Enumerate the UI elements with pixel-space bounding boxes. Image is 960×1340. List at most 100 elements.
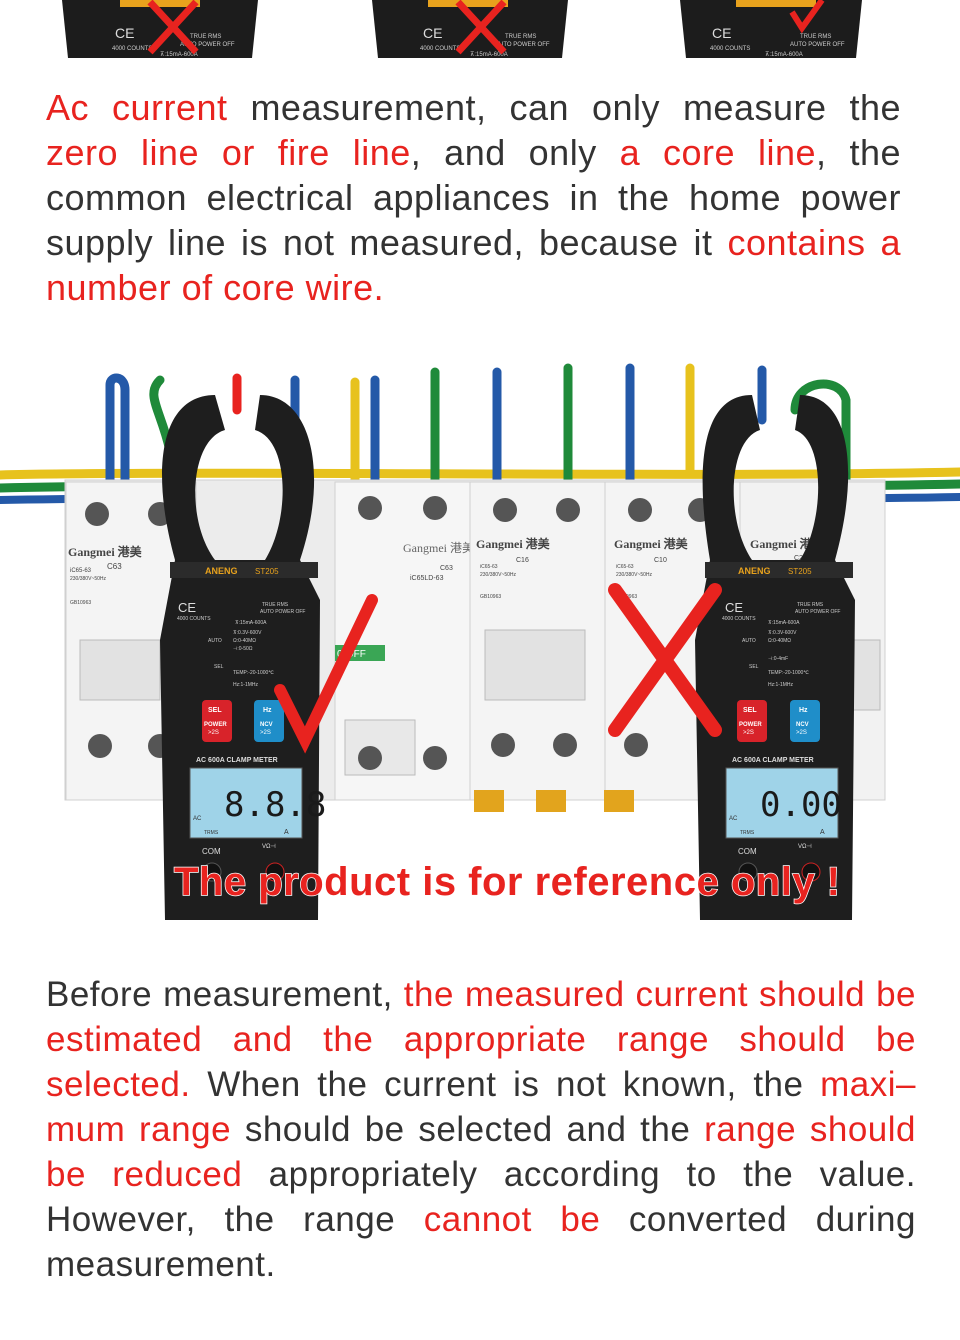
para1-highlight: a core line	[619, 132, 817, 173]
check-mark-icon	[789, 0, 825, 34]
hz-ncv-button[interactable]	[254, 700, 284, 742]
meter-apo: AUTO POWER OFF	[795, 609, 840, 615]
breaker-brand: Gangmei 港美	[750, 536, 825, 551]
meter-lcd-screen	[189, 767, 303, 839]
breaker-model: C16	[516, 557, 529, 564]
meter-r2-range: ⊣:0-50Ω	[233, 646, 253, 652]
top-meter-ce: CE	[423, 25, 442, 41]
sel-button-label: SEL	[208, 707, 222, 714]
vohm-jack	[801, 862, 821, 882]
meter-lcd-unit: A	[820, 829, 825, 836]
vohm-jack	[265, 862, 285, 882]
para1-highlight: zero line or fire line	[46, 132, 411, 173]
para1-highlight: contains a number of core wire.	[46, 222, 902, 308]
para1-text: , the common electrical appliances in th…	[46, 132, 901, 263]
top-meter-count: 4000 COUNTS	[420, 46, 460, 52]
measurement-instructions-paragraph: Before measurement, the measured current…	[46, 972, 916, 1287]
breaker-spec: iC65-63	[616, 564, 634, 570]
meter-lcd-reading: 8.8.8	[224, 785, 326, 825]
meter-vohm-label: VΩ⊣	[262, 843, 276, 850]
meter-ce: CE	[725, 600, 743, 615]
meter-hz-range: Hz:1-1MHz	[233, 682, 259, 688]
breaker-model: C20	[794, 555, 807, 562]
top-meter-apo: AUTO POWER OFF	[180, 42, 235, 48]
meter-apo: AUTO POWER OFF	[260, 609, 305, 615]
meter-sel-label: SEL	[749, 664, 759, 670]
meter-v-range: ⊼:0.3V-600V	[233, 630, 262, 636]
para2-highlight: range should be reduced	[46, 1110, 916, 1194]
meter-brand: ANENG	[738, 566, 771, 576]
breaker-volt: 230/380V~50Hz	[70, 576, 107, 582]
meter-lcd-reading: 0.00	[760, 785, 842, 825]
breaker-std: GB10963	[70, 600, 91, 606]
top-meter-2: CE 4000 COUNTS TRUE RMS AUTO POWER OFF ⊼…	[372, 0, 568, 58]
meter-com-label: COM	[202, 847, 221, 856]
breaker-brand: Gangmei 港美	[614, 536, 689, 551]
breaker-3: Gangmei 港美 C16 iC65-63 230/380V~50Hz GB1…	[469, 481, 606, 812]
top-meter-1: CE 4000 COUNTS TRUE RMS AUTO POWER OFF ⊼…	[62, 0, 258, 58]
hz-ncv-button[interactable]	[790, 700, 820, 742]
top-meter-trms: TRUE RMS	[505, 34, 536, 40]
meter-trms: TRUE RMS	[262, 602, 289, 608]
product-scene-photo: Gangmei 港美 C63 iC65-63 230/380V~50Hz GB1…	[0, 360, 960, 950]
ncv-button-sub: >2S	[796, 730, 807, 736]
sel-power-button[interactable]	[202, 700, 232, 742]
top-meter-ce: CE	[712, 25, 731, 41]
meter-v-range: ⊼:0.3V-600V	[768, 630, 797, 636]
cross-mark-icon	[608, 583, 722, 737]
power-button-sub: >2S	[208, 730, 219, 736]
meter-lcd-ac: AC	[193, 816, 202, 822]
breaker-volt: 230/380V~50Hz	[616, 572, 653, 578]
power-button-label: POWER	[739, 722, 762, 728]
top-meter-apo: AUTO POWER OFF	[495, 42, 550, 48]
ncv-button-sub: >2S	[260, 730, 271, 736]
meter-lcd-trms: TRMS	[740, 830, 755, 836]
meter-auto: AUTO	[208, 638, 222, 644]
meter-vohm-label: VΩ⊣	[798, 843, 812, 850]
breaker-brand: Gangmei 港美	[68, 544, 143, 559]
top-meter-trms: TRUE RMS	[800, 34, 831, 40]
cross-mark-icon	[147, 0, 199, 55]
meter-model: ST205	[788, 567, 812, 576]
meter-trms: TRUE RMS	[797, 602, 824, 608]
hz-button-label: Hz	[799, 707, 808, 714]
top-meter-count: 4000 COUNTS	[710, 46, 750, 52]
breaker-spec: iC65-63	[70, 568, 92, 574]
para2-text: Before measurement,	[46, 975, 404, 1014]
top-meter-range: ⊼:15mA-600A	[470, 51, 508, 58]
sel-button-label: SEL	[743, 707, 757, 714]
sel-power-button[interactable]	[737, 700, 767, 742]
top-meter-3: CE 4000 COUNTS TRUE RMS AUTO POWER OFF ⊼…	[680, 0, 862, 58]
check-mark-icon	[274, 594, 378, 754]
meter-model: ST205	[255, 567, 279, 576]
para2-text: should be selected and the	[231, 1110, 705, 1149]
com-jack	[738, 862, 758, 882]
meter-r-range: Ω:0-40MΩ	[233, 638, 256, 644]
top-meter-apo: AUTO POWER OFF	[790, 42, 845, 48]
meter-r-range: Ω:0-40MΩ	[768, 638, 791, 644]
para2-text: When the current is not known, the	[190, 1065, 821, 1104]
top-meter-count: 4000 COUNTS	[112, 46, 152, 52]
power-button-sub: >2S	[743, 730, 754, 736]
meter-ce: CE	[178, 600, 196, 615]
meter-count: 4000 COUNTS	[177, 616, 211, 622]
meter-lcd-screen	[725, 767, 839, 839]
ncv-button-label: NCV	[260, 722, 273, 728]
breaker-volt: 230/380V~50Hz	[480, 572, 517, 578]
intro-paragraph: Ac current measurement, can only measure…	[46, 85, 901, 310]
ncv-button-label: NCV	[796, 722, 809, 728]
meter-brand: ANENG	[205, 566, 238, 576]
top-meter-ce: CE	[115, 25, 134, 41]
com-jack	[202, 862, 222, 882]
para2-text: converted during measurement.	[46, 1200, 916, 1284]
meter-temp: TEMP:-20-1000℃	[233, 670, 274, 676]
breaker-std: GB10963	[480, 594, 501, 600]
top-meter-range: ⊼:15mA-600A	[765, 51, 803, 58]
meter-lcd-ac: AC	[729, 816, 738, 822]
breaker-brand: Gangmei 港美	[476, 536, 551, 551]
power-button-label: POWER	[204, 722, 227, 728]
meter-lcd-unit: A	[284, 829, 289, 836]
para2-highlight: cannot be	[423, 1200, 601, 1239]
para1-highlight: Ac current	[46, 87, 228, 128]
meter-hz-range: Hz:1-1MHz	[768, 682, 794, 688]
